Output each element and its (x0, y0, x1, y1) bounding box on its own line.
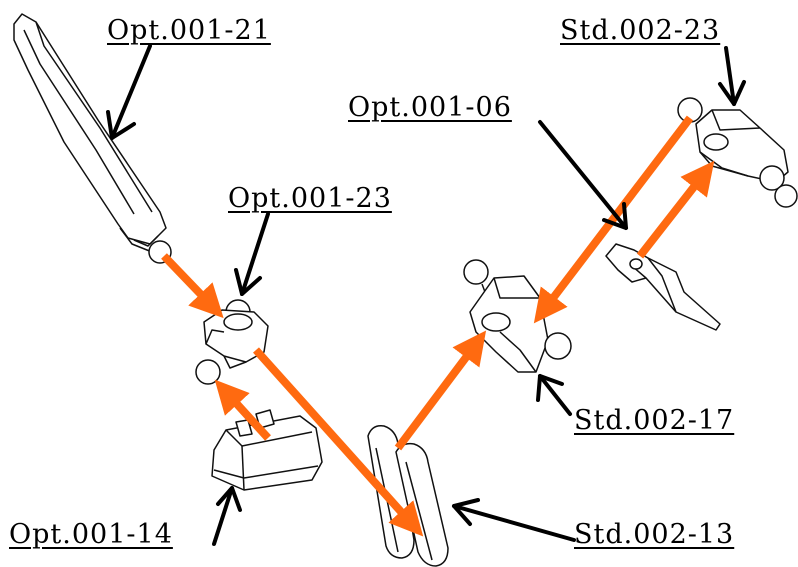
part-opt-001-21-blade (13, 13, 172, 264)
assembly-arrow-spike-to-std23 (636, 160, 715, 259)
label-std-002-23: Std.002-23 (560, 15, 721, 46)
callout-arrow-opt-001-23 (234, 212, 270, 296)
callout-arrow-std-002-17 (536, 374, 572, 416)
callout-arrow-opt-001-14 (212, 486, 242, 546)
part-std-002-23-joint (677, 97, 798, 208)
callout-arrow-std-002-13 (452, 498, 576, 542)
label-opt-001-14: Opt.001-14 (9, 519, 173, 550)
part-opt-001-06-spike (605, 243, 721, 331)
assembly-arrow-joint-to-rods (253, 347, 424, 537)
label-std-002-13: Std.002-13 (574, 519, 735, 550)
assembly-arrow-base-to-joint (214, 379, 271, 441)
part-opt-001-14-base (211, 409, 323, 491)
callout-arrow-opt-001-21 (106, 44, 152, 140)
callout-arrow-opt-001-06 (538, 120, 628, 230)
label-opt-001-21: Opt.001-21 (107, 15, 271, 46)
part-std-002-13-rods (367, 424, 449, 567)
assembly-arrow-rods-to-shoulder (394, 330, 487, 451)
label-opt-001-23: Opt.001-23 (228, 183, 392, 214)
callout-arrows (106, 44, 746, 546)
part-std-002-17-joint (463, 259, 572, 373)
callout-arrow-std-002-23 (718, 46, 746, 106)
assembly-arrow-blade-to-joint (161, 253, 224, 319)
label-std-002-17: Std.002-17 (574, 405, 735, 436)
part-opt-001-23-joint (195, 299, 269, 385)
label-opt-001-06: Opt.001-06 (348, 92, 512, 123)
